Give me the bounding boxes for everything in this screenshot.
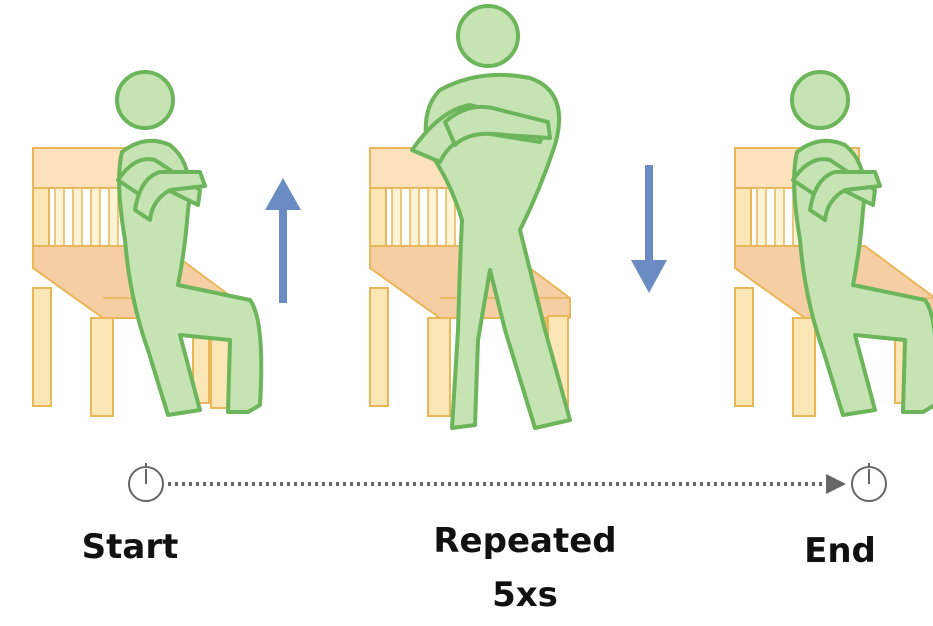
arrow-up-icon (265, 178, 301, 303)
repeated-label: Repeated 5xs (395, 520, 655, 616)
repeated-label-line1: Repeated (395, 520, 655, 562)
repeated-label-line2: 5xs (395, 574, 655, 616)
arrow-down-icon (631, 165, 667, 293)
timeline-arrowhead (826, 474, 846, 494)
end-label: End (770, 530, 910, 572)
seated-figure-start (117, 72, 261, 415)
start-label: Start (55, 526, 205, 568)
stopwatch-icon (852, 463, 886, 501)
stopwatch-icon (129, 463, 163, 501)
